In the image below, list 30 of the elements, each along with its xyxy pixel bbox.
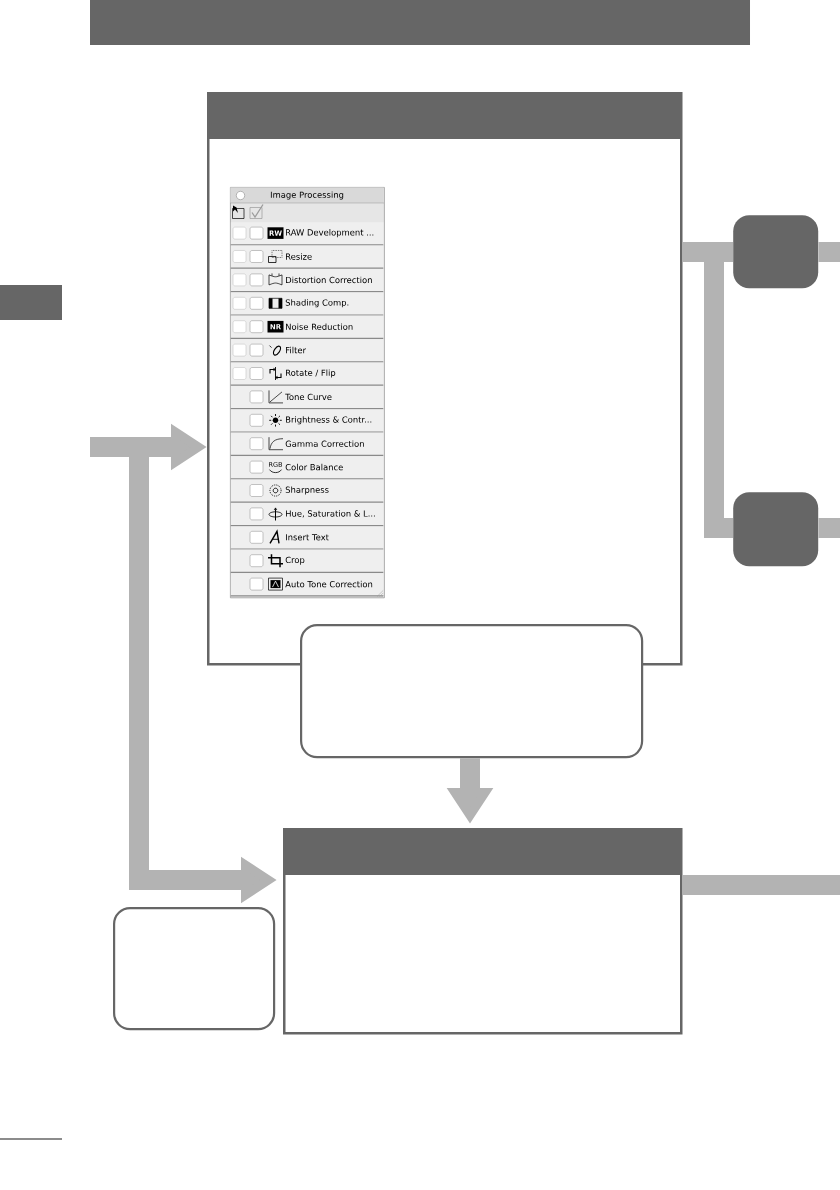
node-label: Brightness & Contr... (286, 416, 372, 425)
palette-row: Hue, Saturation & L... (230, 503, 384, 527)
node-label: Sharpness (285, 486, 329, 495)
node-label: Resize (286, 253, 312, 260)
section-panel (207, 92, 683, 666)
connector (704, 262, 733, 538)
section-panel (283, 828, 683, 1035)
palette-row: Insert Text (230, 526, 384, 550)
connector (682, 875, 840, 895)
node-label: Rotate / Flip (286, 369, 336, 378)
connector (682, 242, 724, 262)
node-label: Gamma Correction (285, 440, 364, 447)
rounded-tile (733, 215, 819, 289)
connector (90, 437, 149, 457)
rounded-box (113, 907, 276, 1031)
rounded-box (300, 624, 644, 759)
node-label: Shading Comp. (285, 299, 349, 308)
node-label: Tone Curve (285, 393, 332, 401)
rounded-tile (733, 492, 819, 567)
node-label: Crop (285, 556, 305, 565)
palette-row: Tone Curve (230, 386, 384, 410)
connector (818, 518, 840, 538)
title-bar: Image Processing (229, 187, 385, 204)
node-label: Distortion Correction (286, 276, 372, 284)
node-label: Hue, Saturation & L... (286, 510, 375, 518)
connector (818, 242, 840, 262)
node-label: Insert Text (286, 534, 329, 541)
palette-row: Brightness & Contr... (230, 409, 384, 433)
connector (724, 242, 733, 262)
node-label: Noise Reduction (286, 323, 353, 330)
